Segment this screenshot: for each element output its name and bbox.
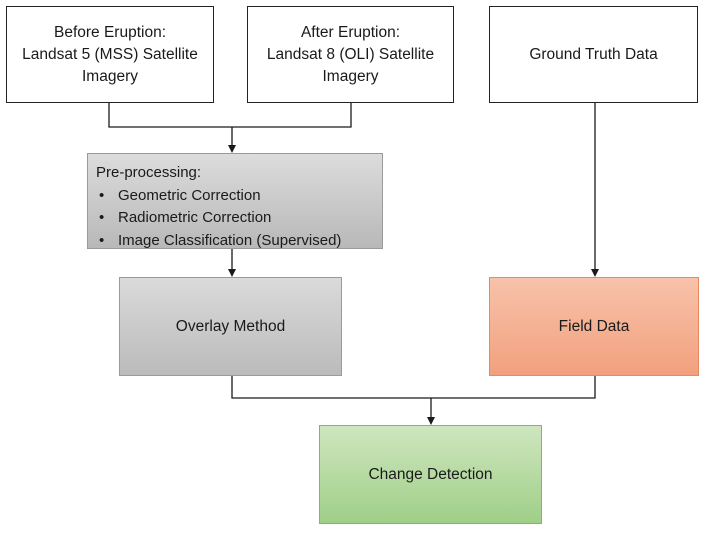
connector-before-after-merge (108, 103, 352, 128)
after-eruption-imagery: Imagery (322, 67, 379, 85)
arrowhead-change (427, 417, 435, 425)
arrowhead-overlay (228, 269, 236, 277)
change-detection-box: Change Detection (319, 425, 542, 524)
field-data-box: Field Data (489, 277, 699, 376)
ground-truth-label: Ground Truth Data (529, 45, 658, 63)
connector-overlay-field-merge (231, 376, 596, 399)
preprocessing-item: Radiometric Correction (96, 207, 382, 230)
arrowhead-field (591, 269, 599, 277)
preprocessing-item: Image Classification (Supervised) (96, 230, 382, 253)
ground-truth-box: Ground Truth Data (489, 6, 698, 103)
before-eruption-imagery: Imagery (81, 67, 138, 85)
arrowhead-preprocessing (228, 145, 236, 153)
preprocessing-list: Geometric Correction Radiometric Correct… (96, 185, 382, 253)
overlay-method-label: Overlay Method (175, 317, 286, 335)
preprocessing-title: Pre-processing: (96, 164, 202, 181)
preprocessing-box: Pre-processing: Geometric Correction Rad… (87, 153, 383, 252)
field-data-label: Field Data (558, 317, 630, 335)
after-eruption-sensor: Landsat 8 (OLI) Satellite (266, 45, 435, 63)
before-eruption-box: Before Eruption: Landsat 5 (MSS) Satelli… (6, 6, 214, 103)
after-eruption-title: After Eruption: (300, 23, 401, 41)
change-detection-label: Change Detection (368, 465, 493, 483)
before-eruption-title: Before Eruption: (53, 23, 166, 41)
preprocessing-item: Geometric Correction (96, 185, 382, 208)
after-eruption-box: After Eruption: Landsat 8 (OLI) Satellit… (247, 6, 454, 103)
before-eruption-sensor: Landsat 5 (MSS) Satellite (22, 45, 198, 63)
overlay-method-box: Overlay Method (119, 277, 342, 376)
